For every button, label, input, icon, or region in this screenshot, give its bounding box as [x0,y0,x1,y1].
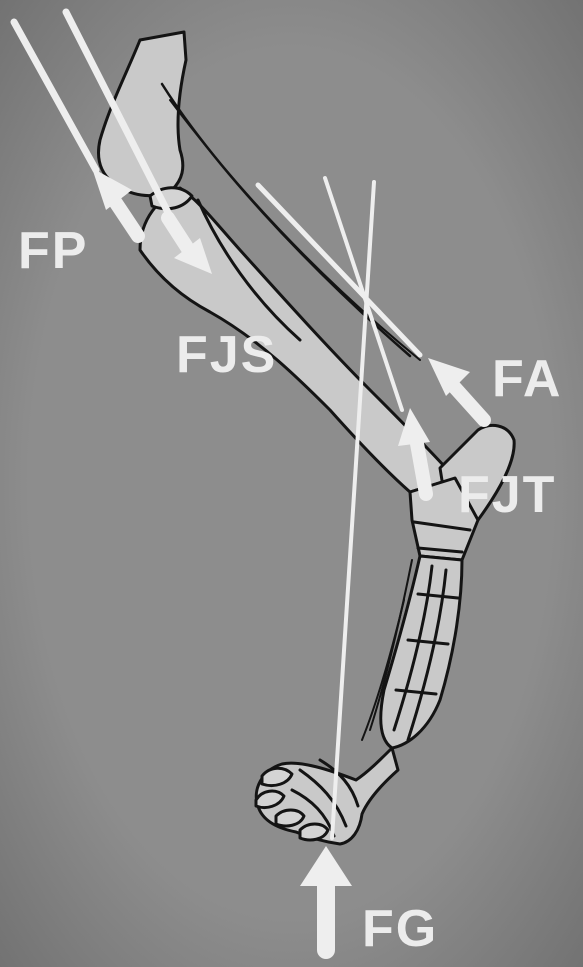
toe-4 [300,824,328,840]
arrow-fjt-shaft [416,438,426,494]
label-fa: FA [492,350,562,408]
toe-3 [276,810,304,826]
label-fjt: FJT [458,466,556,524]
label-fjs: FJS [176,326,277,384]
label-fp: FP [18,222,88,280]
label-fg: FG [362,900,438,958]
